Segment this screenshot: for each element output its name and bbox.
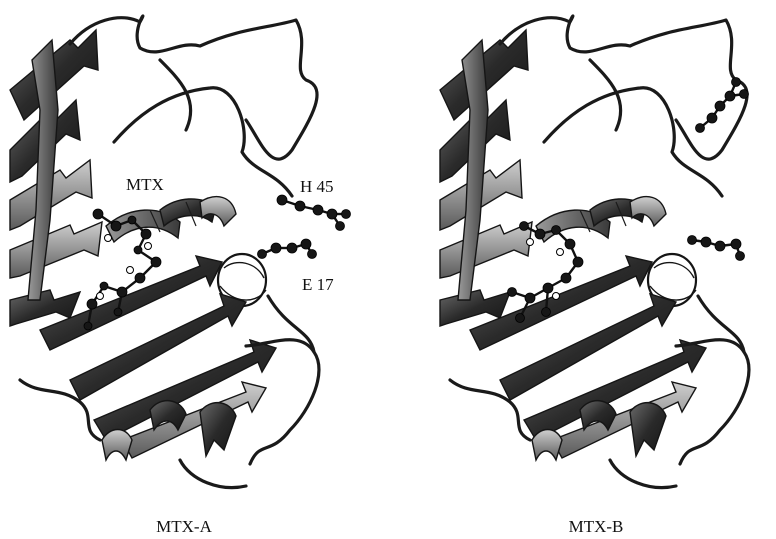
residue-e17-sidechain-b (688, 236, 745, 261)
panel-mtx-b: MTX-B (440, 16, 749, 536)
caption-mtx-a: MTX-A (156, 517, 212, 536)
ligand-label-mtx: MTX (126, 175, 164, 194)
residue-e17-sidechain (258, 239, 317, 259)
residue-h45-sidechain (277, 195, 351, 231)
residue-label-e17: E 17 (302, 275, 334, 294)
residue-label-h45: H 45 (300, 177, 334, 196)
residue-h45-sidechain-b (696, 78, 749, 133)
protein-ribbon-b (440, 16, 749, 488)
caption-mtx-b: MTX-B (569, 517, 624, 536)
panel-mtx-a: MTX H 45 E 17 MTX-A (10, 16, 351, 536)
